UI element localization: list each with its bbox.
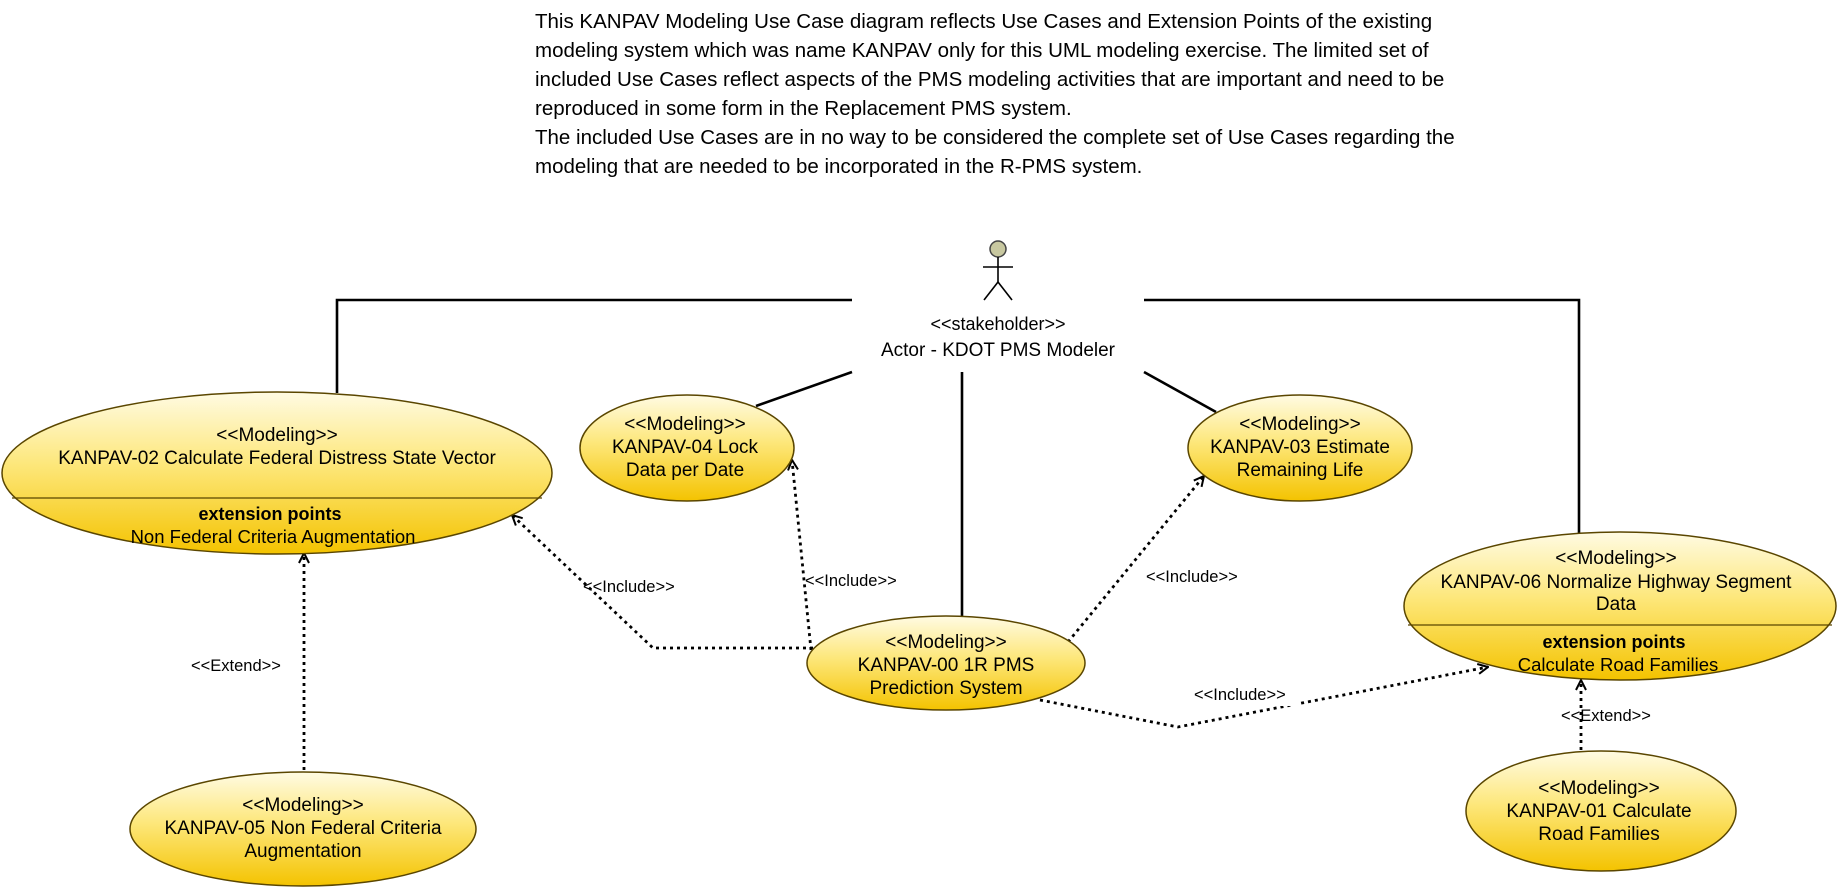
description-paragraph-2: The included Use Cases are in no way to …	[535, 126, 1455, 178]
dependency-lines	[304, 460, 1581, 770]
include-label-uc06: <<Include>>	[1194, 686, 1286, 704]
include-label-uc02: <<Include>>	[583, 578, 675, 596]
description-paragraph-1: This KANPAV Modeling Use Case diagram re…	[535, 10, 1445, 120]
actor-name: Actor - KDOT PMS Modeler	[881, 340, 1116, 361]
uc01-name-line1: KANPAV-01 Calculate	[1506, 801, 1691, 822]
uc00-name-line1: KANPAV-00 1R PMS	[858, 655, 1035, 676]
actor-stereotype: <<stakeholder>>	[930, 314, 1065, 334]
uc04-name-line2: Data per Date	[626, 460, 744, 481]
include-uc00-uc04	[792, 460, 813, 651]
actor-head	[989, 240, 1007, 258]
include-label-uc03: <<Include>>	[1146, 568, 1238, 586]
uc04-stereotype: <<Modeling>>	[624, 414, 746, 435]
include-uc00-uc02	[512, 515, 813, 650]
association-actor-uc04	[755, 370, 853, 408]
association-actor-uc02	[335, 298, 852, 393]
usecase-kanpav-02[interactable]: <<Modeling>> KANPAV-02 Calculate Federal…	[1, 391, 553, 555]
uc01-stereotype: <<Modeling>>	[1538, 778, 1660, 799]
actor-kdot-pms-modeler: <<stakeholder>> Actor - KDOT PMS Modeler	[881, 240, 1116, 361]
association-lines	[335, 298, 1581, 621]
usecase-kanpav-06[interactable]: <<Modeling>> KANPAV-06 Normalize Highway…	[1403, 531, 1837, 681]
usecase-kanpav-00[interactable]: <<Modeling>> KANPAV-00 1R PMS Prediction…	[806, 615, 1086, 711]
usecase-kanpav-01[interactable]: <<Modeling>> KANPAV-01 Calculate Road Fa…	[1465, 750, 1737, 872]
uc02-name: KANPAV-02 Calculate Federal Distress Sta…	[58, 448, 496, 469]
uc02-extension-point: Non Federal Criteria Augmentation	[131, 526, 416, 547]
include-uc00-uc06	[1039, 667, 1488, 729]
uc03-name-line2: Remaining Life	[1237, 460, 1364, 481]
uc02-extension-points-title: extension points	[198, 504, 341, 524]
uc02-stereotype: <<Modeling>>	[216, 425, 338, 446]
extend-label-uc05: <<Extend>>	[191, 657, 281, 675]
uc05-stereotype: <<Modeling>>	[242, 795, 364, 816]
diagram-description: This KANPAV Modeling Use Case diagram re…	[535, 7, 1495, 181]
actor-figure-icon	[983, 257, 1013, 301]
uc04-name-line1: KANPAV-04 Lock	[612, 437, 759, 458]
uc06-name-line2: Data	[1596, 594, 1637, 615]
uc06-stereotype: <<Modeling>>	[1555, 548, 1677, 569]
uc03-stereotype: <<Modeling>>	[1239, 414, 1361, 435]
uc05-name-line1: KANPAV-05 Non Federal Criteria	[164, 818, 441, 839]
uc06-name-line1: KANPAV-06 Normalize Highway Segment	[1441, 572, 1793, 593]
uc06-extension-points-title: extension points	[1542, 632, 1685, 652]
include-uc00-uc03	[1066, 476, 1204, 643]
uc05-name-line2: Augmentation	[244, 841, 361, 862]
uc03-name-line1: KANPAV-03 Estimate	[1210, 437, 1390, 458]
association-actor-uc06	[1144, 298, 1581, 537]
usecase-kanpav-05[interactable]: <<Modeling>> KANPAV-05 Non Federal Crite…	[129, 771, 477, 887]
uc06-extension-point: Calculate Road Families	[1518, 654, 1719, 675]
uc01-name-line2: Road Families	[1538, 824, 1659, 845]
include-label-uc04: <<Include>>	[805, 572, 897, 590]
uc00-stereotype: <<Modeling>>	[885, 632, 1007, 653]
uc00-name-line2: Prediction System	[869, 678, 1022, 699]
usecase-kanpav-04[interactable]: <<Modeling>> KANPAV-04 Lock Data per Dat…	[579, 394, 795, 502]
usecase-kanpav-03[interactable]: <<Modeling>> KANPAV-03 Estimate Remainin…	[1187, 394, 1413, 502]
extend-label-uc01: <<Extend>>	[1561, 707, 1651, 725]
association-actor-uc03	[1143, 370, 1217, 414]
